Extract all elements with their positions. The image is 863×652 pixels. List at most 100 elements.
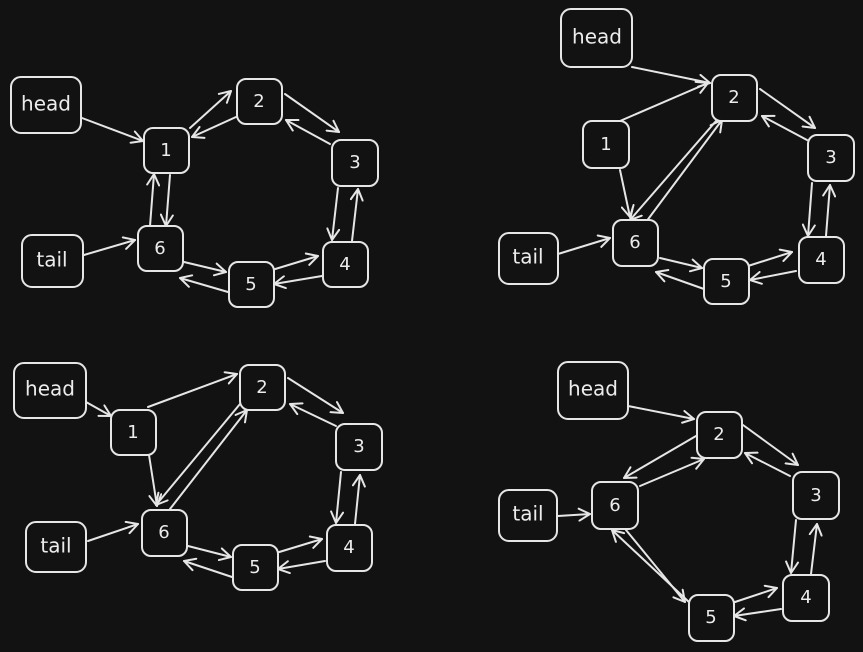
edge-1-2 bbox=[147, 371, 238, 408]
node: 5 bbox=[688, 594, 735, 642]
edge-4-5 bbox=[749, 270, 797, 285]
edge-4-3 bbox=[349, 188, 364, 242]
node: 1 bbox=[110, 409, 157, 456]
head-label: head bbox=[568, 377, 618, 401]
node: 5 bbox=[228, 261, 275, 308]
edge-2-6 bbox=[629, 120, 717, 221]
node: 5 bbox=[232, 544, 279, 591]
node: 2 bbox=[239, 364, 286, 411]
node-value: 1 bbox=[160, 140, 171, 161]
node-value: 4 bbox=[815, 249, 826, 270]
edge-3-2 bbox=[761, 114, 808, 141]
edge-head-2 bbox=[631, 66, 711, 88]
node-value: 4 bbox=[800, 587, 811, 608]
edge-5-4 bbox=[731, 584, 778, 604]
diagram-2-edges bbox=[557, 66, 837, 290]
edge-2-3 bbox=[759, 88, 816, 129]
head-label: head bbox=[572, 25, 622, 49]
tail-pointer: tail bbox=[21, 234, 84, 288]
node: 1 bbox=[143, 127, 190, 174]
edge-3-4 bbox=[326, 187, 341, 241]
node-value: 6 bbox=[609, 495, 620, 516]
node: 4 bbox=[782, 574, 830, 622]
edge-5-4 bbox=[271, 252, 319, 271]
diagram-1-edges bbox=[81, 90, 364, 293]
node-value: 6 bbox=[154, 238, 165, 259]
head-pointer: head bbox=[13, 362, 87, 419]
node-value: 4 bbox=[343, 537, 354, 558]
node-value: 3 bbox=[353, 436, 364, 457]
node-value: 2 bbox=[728, 87, 739, 108]
diagram-4: head tail 2 3 4 5 6 bbox=[498, 361, 840, 642]
edge-3-2 bbox=[285, 119, 331, 145]
edge-4-3 bbox=[822, 184, 837, 237]
edge-head-1 bbox=[81, 117, 144, 144]
node-value: 6 bbox=[629, 232, 640, 253]
diagram-3: head tail 1 2 3 4 5 6 bbox=[13, 362, 383, 591]
tail-label: tail bbox=[40, 534, 71, 558]
edge-tail-6 bbox=[557, 507, 591, 522]
node: 6 bbox=[141, 509, 188, 557]
edge-6-2 bbox=[645, 119, 723, 223]
node: 2 bbox=[711, 74, 758, 122]
edge-5-4 bbox=[747, 248, 793, 267]
edge-1-6 bbox=[619, 169, 635, 218]
node-value: 5 bbox=[249, 557, 260, 578]
edge-6-5 bbox=[659, 257, 703, 273]
node-value: 2 bbox=[253, 91, 264, 112]
edge-1-6 bbox=[159, 174, 174, 227]
edge-1-2 bbox=[189, 90, 232, 129]
node: 4 bbox=[798, 236, 845, 284]
node-value: 5 bbox=[720, 271, 731, 292]
edge-3-4 bbox=[801, 182, 816, 237]
diagram-1: head tail 1 2 3 4 5 6 bbox=[10, 76, 379, 308]
diagram-3-edges bbox=[85, 371, 366, 578]
node-value: 3 bbox=[825, 147, 836, 168]
node: 2 bbox=[696, 411, 743, 459]
edge-3-4 bbox=[785, 519, 800, 574]
edge-5-6 bbox=[655, 269, 705, 290]
edge-3-2 bbox=[744, 451, 791, 477]
edge-5-6 bbox=[179, 274, 229, 293]
edge-2-3 bbox=[284, 93, 340, 133]
node: 5 bbox=[703, 258, 750, 305]
edge-5-6 bbox=[183, 557, 233, 578]
edge-1-6 bbox=[148, 454, 163, 507]
edge-2-6 bbox=[155, 403, 241, 506]
tail-pointer: tail bbox=[498, 232, 559, 285]
node-value: 3 bbox=[349, 152, 360, 173]
edge-4-5 bbox=[277, 560, 326, 575]
node: 6 bbox=[591, 481, 639, 530]
edge-tail-6 bbox=[83, 236, 136, 256]
edge-4-3 bbox=[808, 523, 823, 575]
edge-4-5 bbox=[733, 607, 782, 622]
diagram-4-edges bbox=[557, 405, 823, 622]
node: 3 bbox=[335, 423, 383, 471]
node-value: 4 bbox=[339, 254, 350, 275]
edge-5-4 bbox=[275, 535, 323, 554]
tail-label: tail bbox=[36, 248, 67, 272]
tail-label: tail bbox=[512, 245, 543, 269]
node: 2 bbox=[236, 78, 283, 125]
edge-head-2 bbox=[627, 405, 695, 424]
edge-2-3 bbox=[742, 424, 799, 466]
edge-tail-6 bbox=[87, 520, 139, 542]
node-value: 2 bbox=[256, 377, 267, 398]
edge-5-6 bbox=[611, 529, 691, 604]
node: 4 bbox=[326, 524, 373, 572]
edge-2-3 bbox=[287, 377, 344, 414]
diagram-2: head tail 1 2 3 4 5 6 bbox=[498, 8, 855, 305]
tail-label: tail bbox=[512, 502, 543, 526]
head-pointer: head bbox=[10, 76, 82, 134]
node-value: 3 bbox=[810, 485, 821, 506]
edge-2-6 bbox=[623, 435, 697, 479]
node: 6 bbox=[612, 219, 659, 267]
edge-4-5 bbox=[273, 275, 323, 290]
tail-pointer: tail bbox=[25, 521, 87, 573]
node-value: 5 bbox=[705, 607, 716, 628]
edge-3-2 bbox=[289, 402, 337, 427]
node-value: 6 bbox=[158, 522, 169, 543]
node-value: 1 bbox=[127, 422, 138, 443]
node: 3 bbox=[792, 471, 840, 520]
